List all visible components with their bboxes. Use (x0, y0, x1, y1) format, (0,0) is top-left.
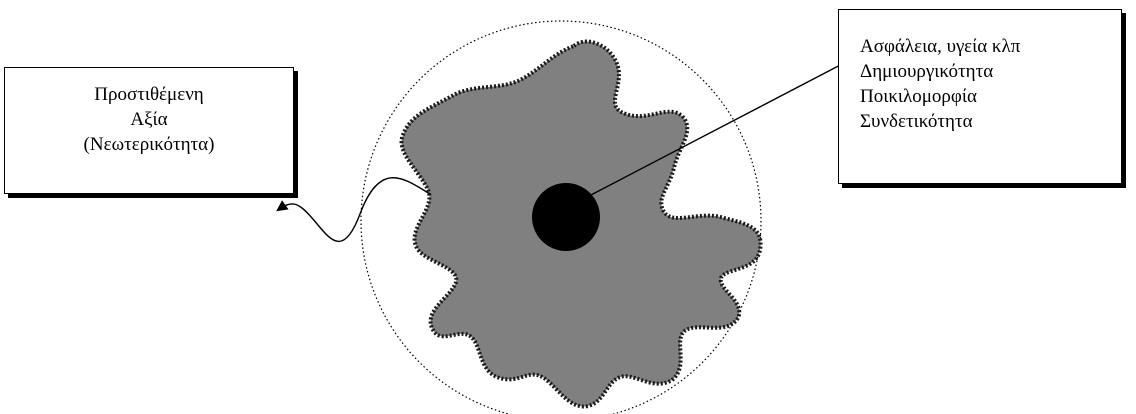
left-box-line-1: Προστιθέμενη (5, 82, 293, 107)
right-box-line-1: Ασφάλεια, υγεία κλπ (860, 34, 1121, 59)
right-box-line-3: Ποικιλομορφία (860, 84, 1121, 109)
right-text-box: Ασφάλεια, υγεία κλπ Δημιουργικότητα Ποικ… (838, 9, 1122, 184)
right-box-line-4: Συνδετικότητα (860, 109, 1121, 134)
core-dark-circle (532, 183, 600, 251)
left-box-line-3: (Νεωτερικότητα) (5, 132, 293, 157)
left-text-box: Προστιθέμενη Αξία (Νεωτερικότητα) (4, 67, 294, 194)
wavy-arrow-to-left-box (278, 178, 430, 242)
left-box-line-2: Αξία (5, 107, 293, 132)
right-box-line-2: Δημιουργικότητα (860, 59, 1121, 84)
